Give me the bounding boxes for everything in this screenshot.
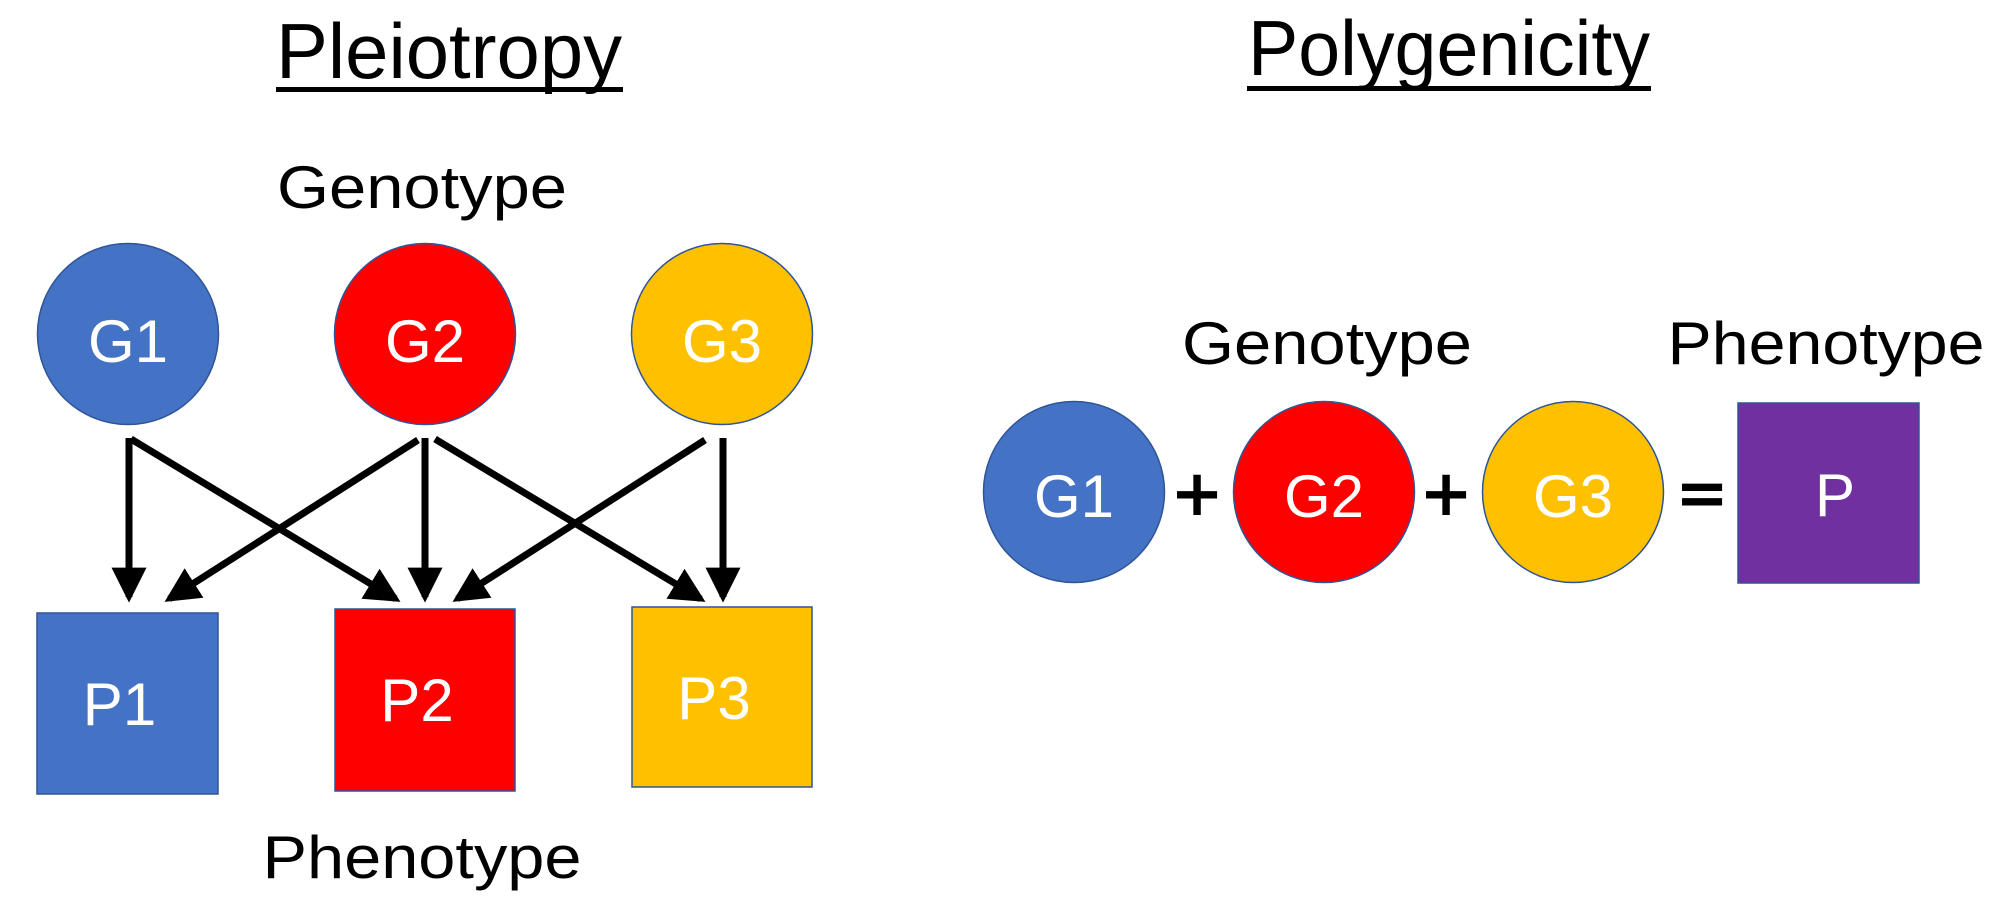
pleiotropy-panel: Pleiotropy Genotype G1 G2 G3 P1 P2 P3 Phenot…	[36, 7, 814, 891]
poly-phenotype-node: P	[1737, 402, 1920, 584]
phenotype-box	[1737, 402, 1920, 584]
phenotype-box	[631, 606, 813, 788]
phenotype-box	[36, 612, 219, 795]
polygenicity-title: Polygenicity	[1248, 4, 1650, 92]
gene-circle	[1232, 400, 1416, 584]
gene-label: G3	[682, 308, 762, 375]
poly-gene-node-g3: G3	[1481, 400, 1665, 584]
gene-node-g3: G3	[630, 242, 814, 426]
arrow-g1-to-p2	[129, 436, 401, 602]
polygenicity-panel: Polygenicity Genotype Phenotype G1 G2 G3 +…	[982, 4, 1985, 584]
pleiotropy-title: Pleiotropy	[276, 7, 622, 95]
gene-label: G2	[1284, 463, 1364, 530]
gene-circle	[1481, 400, 1665, 584]
phenotype-label: P	[1815, 462, 1855, 529]
phenotype-node-p3: P3	[631, 606, 813, 788]
gene-circle	[630, 242, 814, 426]
pleiotropy-title-underline	[276, 87, 623, 92]
poly-gene-node-g2: G2	[1232, 400, 1416, 584]
gene-label: G1	[1034, 463, 1114, 530]
pleiotropy-phenotypes: P1 P2 P3	[36, 606, 813, 795]
gene-circle	[333, 242, 517, 426]
pleiotropy-edges	[111, 436, 741, 603]
pleiotropy-genes: G1 G2 G3	[36, 242, 814, 426]
polygenicity-genes: G1 G2 G3	[982, 400, 1665, 584]
poly-gene-node-g1: G1	[982, 400, 1166, 584]
arrow-g2-to-p3	[433, 436, 706, 602]
gene-label: G3	[1533, 463, 1613, 530]
phenotype-label: P2	[380, 667, 453, 734]
gene-node-g2: G2	[333, 242, 517, 426]
polygenicity-phenotype-label: Phenotype	[1668, 310, 1985, 377]
polygenicity-phenotype: P	[1737, 402, 1920, 584]
arrow-g3-to-p2	[452, 437, 707, 602]
pleiotropy-genotype-label: Genotype	[277, 154, 567, 221]
plus-sign: +	[1419, 457, 1473, 531]
phenotype-node-p2: P2	[334, 608, 516, 792]
gene-circle	[982, 400, 1166, 584]
pleiotropy-phenotype-label: Phenotype	[263, 824, 582, 891]
phenotype-label: P1	[83, 671, 156, 738]
gene-node-g1: G1	[36, 242, 220, 426]
arrow-g2-to-p1	[164, 437, 420, 602]
polygenicity-genotype-label: Genotype	[1182, 310, 1472, 377]
polygenicity-operators: + + =	[1170, 457, 1729, 531]
plus-sign: +	[1170, 457, 1224, 531]
gene-circle	[36, 242, 220, 426]
polygenicity-title-underline	[1247, 86, 1651, 91]
gene-label: G1	[88, 308, 168, 375]
gene-label: G2	[385, 308, 465, 375]
phenotype-box	[334, 608, 516, 792]
equals-sign: =	[1675, 457, 1729, 531]
phenotype-label: P3	[677, 665, 750, 732]
phenotype-node-p1: P1	[36, 612, 219, 795]
